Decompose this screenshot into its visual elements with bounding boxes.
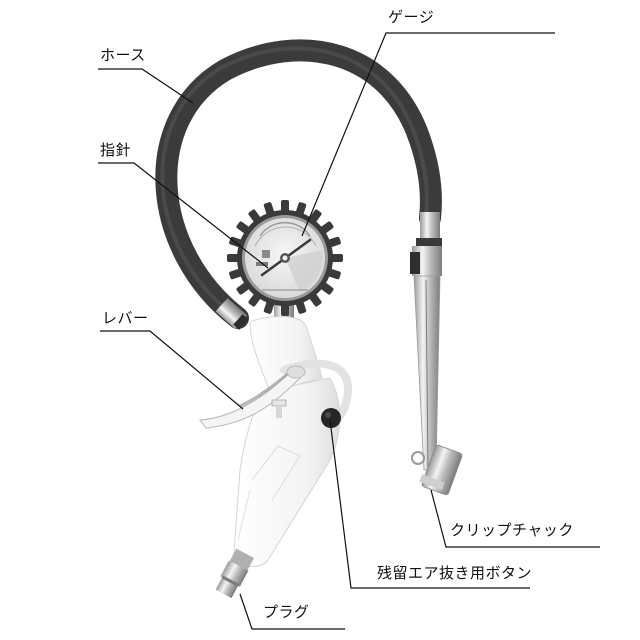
plug — [215, 548, 254, 599]
label-gauge: ゲージ — [388, 8, 435, 26]
clip-chuck — [411, 444, 463, 496]
label-hose: ホース — [100, 46, 146, 64]
leader-lines — [98, 32, 600, 630]
leader-line-gauge — [301, 32, 555, 237]
label-plug: プラグ — [263, 603, 310, 621]
lever — [199, 365, 306, 429]
leader-line-clip-chuck — [430, 489, 600, 548]
leader-line-plug — [239, 593, 345, 630]
leader-line-lever — [100, 330, 244, 410]
label-release-button: 残留エア抜き用ボタン — [377, 564, 533, 582]
label-clip-chuck: クリップチャック — [450, 521, 574, 539]
leader-line-needle — [98, 162, 269, 269]
extension-tube — [410, 212, 442, 471]
leader-line-release-button — [329, 419, 530, 589]
label-lever: レバー — [102, 309, 149, 327]
hose-ferrule-left — [215, 297, 249, 330]
hose — [155, 39, 442, 329]
label-needle: 指針 — [100, 141, 132, 159]
leader-line-hose — [98, 68, 194, 104]
gun-body — [233, 316, 353, 567]
pressure-gauge — [227, 200, 343, 316]
release-button-highlight — [325, 412, 331, 418]
